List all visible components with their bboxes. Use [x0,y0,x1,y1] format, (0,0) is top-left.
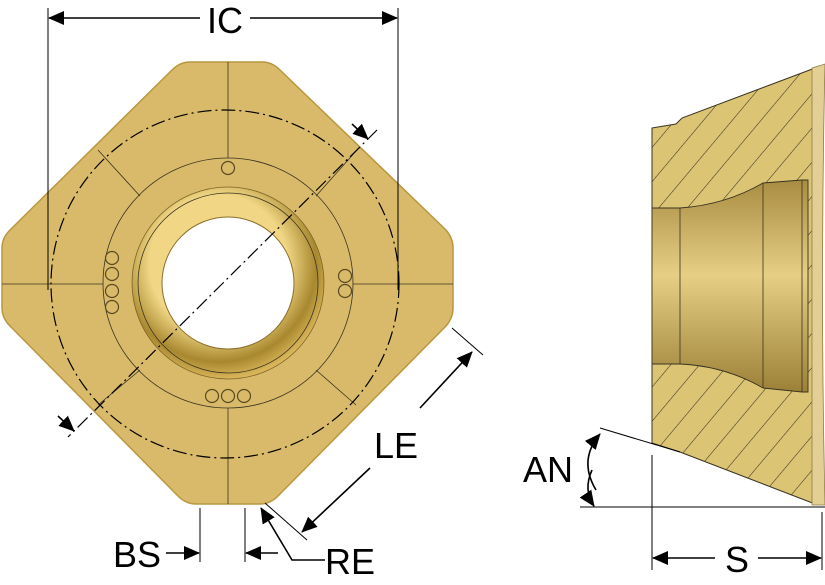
diagonal-centerline [67,129,378,438]
le-label: LE [374,425,418,466]
index-marks [104,160,353,404]
ic-label: IC [207,0,243,41]
insert-section-view [651,63,825,506]
ic-dimension: IC [47,0,399,290]
re-label: RE [325,541,375,582]
s-dimension: S [651,455,823,580]
s-label: S [725,539,749,580]
an-dimension: AN [523,427,825,508]
inscribed-circle [50,109,400,459]
an-label: AN [523,449,573,490]
center-hole [161,216,295,350]
bs-label: BS [113,534,161,575]
re-dimension: RE [260,507,375,582]
bs-dimension: BS [113,508,278,575]
bore [651,179,809,393]
le-dimension: LE [264,327,484,541]
insert-top-view [1,61,454,505]
right-face [811,63,825,506]
